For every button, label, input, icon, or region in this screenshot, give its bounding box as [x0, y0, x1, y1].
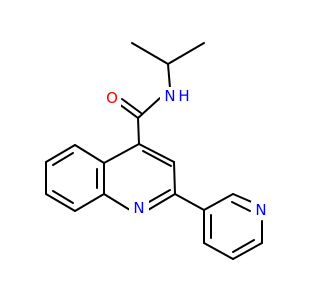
amide-nitrogen-label-bg — [160, 87, 180, 105]
bond-c5-c6-inner — [52, 152, 74, 166]
bond-c4a-c5 — [74, 144, 105, 164]
bond-c4-c3 — [138, 143, 175, 163]
amide-nitrogen-label: N — [164, 87, 175, 105]
bond-c7-c8-inner — [52, 190, 74, 204]
bond-isopropyl-right — [167, 42, 205, 65]
isopropyl-group — [131, 42, 205, 89]
bond-c4a-c4 — [103, 143, 140, 164]
amide-hydrogen-label: H — [178, 87, 189, 105]
carbonyl-oxygen-label: O — [106, 89, 118, 107]
quinoline-ring-system — [45, 143, 176, 212]
molecule-structure: O N H N N — [45, 42, 271, 260]
bond-pyr-c4-c5 — [203, 242, 234, 260]
bond-pyr-c1-c2 — [203, 193, 234, 211]
bond-pyr-c2-n — [232, 193, 255, 204]
bond-n1-c8a — [103, 193, 131, 211]
bond-c2-n1 — [147, 193, 176, 211]
amide-group — [118, 97, 161, 145]
bond-c7-c8 — [45, 193, 76, 212]
bond-ch-nh — [167, 63, 171, 89]
pyridine-nitrogen-label-bg — [251, 201, 271, 219]
bond-c4-c3-inner — [142, 150, 172, 167]
oxygen-label-bg — [103, 89, 121, 107]
bond-nh-carbonyl — [137, 97, 161, 119]
bond-c5-c6 — [45, 144, 76, 163]
bond-carbonyl-oxygen-1 — [118, 103, 139, 119]
bond-pyr-c2-n-inner — [231, 201, 251, 212]
bond-carbonyl-oxygen-2 — [121, 98, 142, 114]
bond-isopropyl-left — [131, 42, 169, 65]
bond-carbonyl-ring — [137, 117, 140, 145]
quinoline-nitrogen-label: N — [133, 199, 144, 217]
bond-c2-pyridine — [174, 193, 205, 211]
bond-pyr-c3-c4-inner — [232, 239, 255, 253]
pyridine-ring — [174, 193, 263, 260]
molecule-canvas: O N H N N — [45, 42, 271, 260]
bond-c8-c8a — [74, 193, 105, 212]
bond-pyr-c3-c4 — [232, 242, 263, 260]
quinoline-nitrogen-label-bg — [129, 199, 149, 217]
pyridine-nitrogen-label: N — [255, 201, 266, 219]
bond-c3-c2 — [173, 161, 176, 195]
bond-c2-n1-inner — [148, 189, 171, 203]
amide-hydrogen-label-bg — [176, 87, 192, 105]
atom-labels: O N H N N — [103, 87, 271, 219]
